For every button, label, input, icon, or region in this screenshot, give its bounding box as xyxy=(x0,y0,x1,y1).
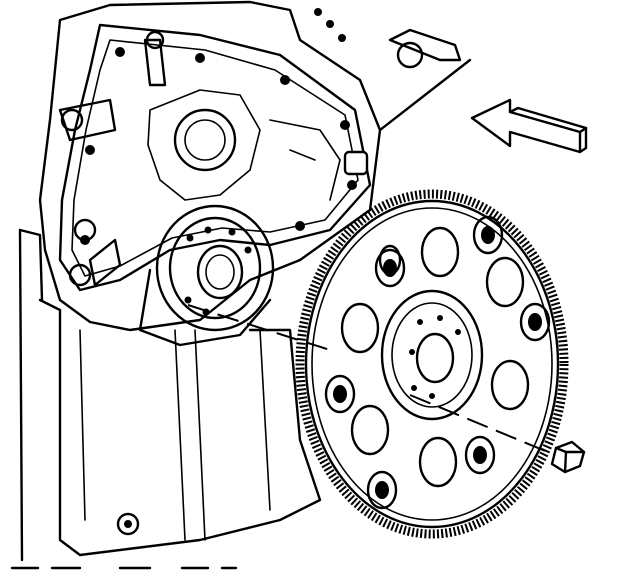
flexplate-icon xyxy=(295,189,569,539)
direction-arrow-icon xyxy=(470,98,588,154)
alignment-line xyxy=(187,304,556,456)
flexplate-bolt-icon xyxy=(550,440,586,474)
crankshaft-flange-icon xyxy=(138,204,275,347)
engine-block-icon xyxy=(18,0,472,562)
